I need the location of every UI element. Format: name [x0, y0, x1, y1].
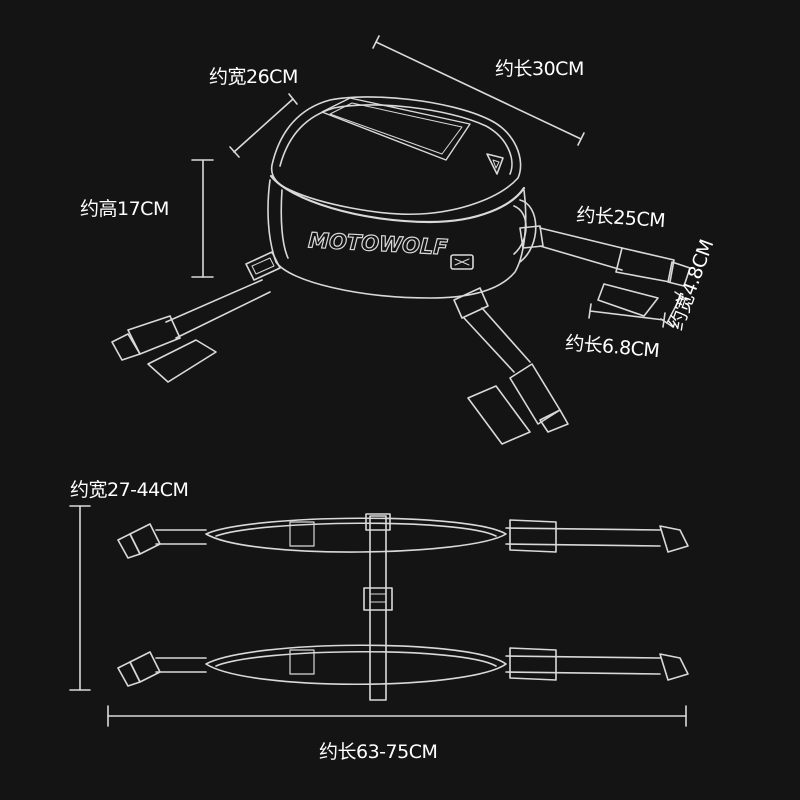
- label-bag-height: 约高17CM: [80, 198, 169, 220]
- harness-bottom-strap: [117, 644, 689, 687]
- dimension-line-bag-length: [372, 35, 585, 146]
- harness-top-strap: [117, 517, 689, 559]
- bag-strap-left: [111, 251, 281, 383]
- dimension-line-bag-width: [229, 93, 298, 158]
- label-harness-length: 约长63-75CM: [319, 741, 438, 763]
- harness-center-strap: [363, 513, 393, 701]
- dimension-line-bag-height: [191, 159, 214, 278]
- bag-strap-right: [519, 225, 691, 317]
- dimension-line-pad-length: [588, 303, 666, 328]
- dimension-line-harness-length: [107, 705, 687, 727]
- bag-strap-bottom: [453, 287, 569, 445]
- label-bag-width: 约宽26CM: [209, 66, 298, 88]
- label-bag-length: 约长30CM: [495, 58, 584, 80]
- label-harness-width: 约宽27-44CM: [70, 479, 189, 501]
- dimension-line-harness-width: [69, 505, 91, 691]
- tank-bag: [267, 96, 537, 299]
- brand-logo-text: MOTOWOLF: [308, 228, 449, 259]
